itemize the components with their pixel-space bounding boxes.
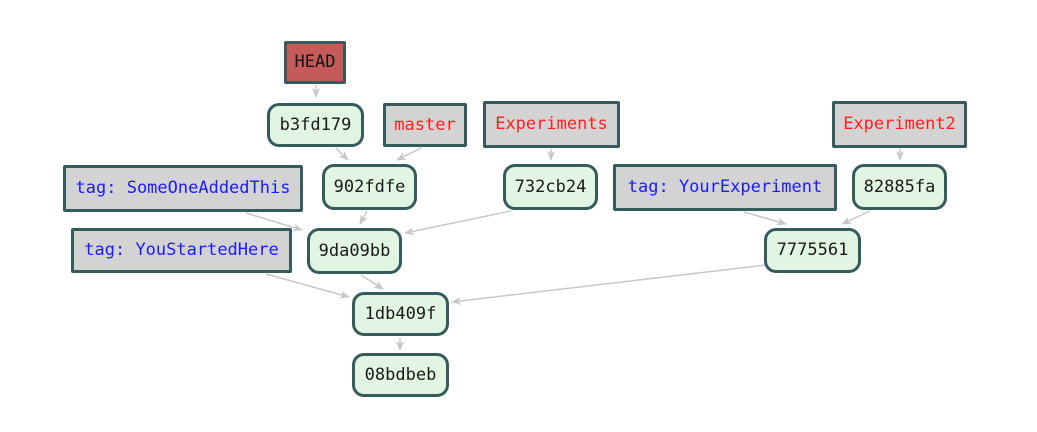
edge-9da09bb-to-1db409f: [360, 274, 384, 290]
edge-tag-youstartedhere-to-1db409f: [265, 273, 350, 299]
commit-node-b3fd179: b3fd179: [267, 103, 364, 147]
tag-label-tag-yourexperiment: tag: YourExperiment: [613, 164, 837, 211]
tag-label-tag-youstartedhere: tag: YouStartedHere: [71, 228, 292, 273]
commit-node-7775561: 7775561: [764, 228, 861, 273]
branch-label-experiments: Experiments: [483, 101, 620, 148]
commit-node-902fdfe: 902fdfe: [322, 164, 417, 210]
commit-node-08bdbeb: 08bdbeb: [352, 353, 449, 397]
edge-902fdfe-to-9da09bb: [359, 210, 368, 225]
edge-tag-yourexperiment-to-7775561: [743, 211, 787, 226]
edge-732cb24-to-9da09bb: [404, 210, 512, 236]
branch-label-experiment2: Experiment2: [832, 101, 967, 148]
edge-7775561-to-1db409f: [451, 264, 767, 305]
commit-node-1db409f: 1db409f: [352, 292, 449, 336]
edge-b3fd179-to-902fdfe: [335, 147, 349, 161]
commit-node-732cb24: 732cb24: [503, 164, 598, 210]
edge-master-to-902fdfe: [396, 147, 422, 161]
head-pointer-node: HEAD: [284, 41, 346, 84]
edge-82885fa-to-7775561: [841, 210, 871, 225]
tag-label-tag-someoneaddedthis: tag: SomeOneAddedThis: [63, 165, 303, 212]
commit-node-82885fa: 82885fa: [852, 164, 947, 210]
commit-node-9da09bb: 9da09bb: [307, 228, 402, 274]
branch-label-master: master: [383, 103, 467, 147]
